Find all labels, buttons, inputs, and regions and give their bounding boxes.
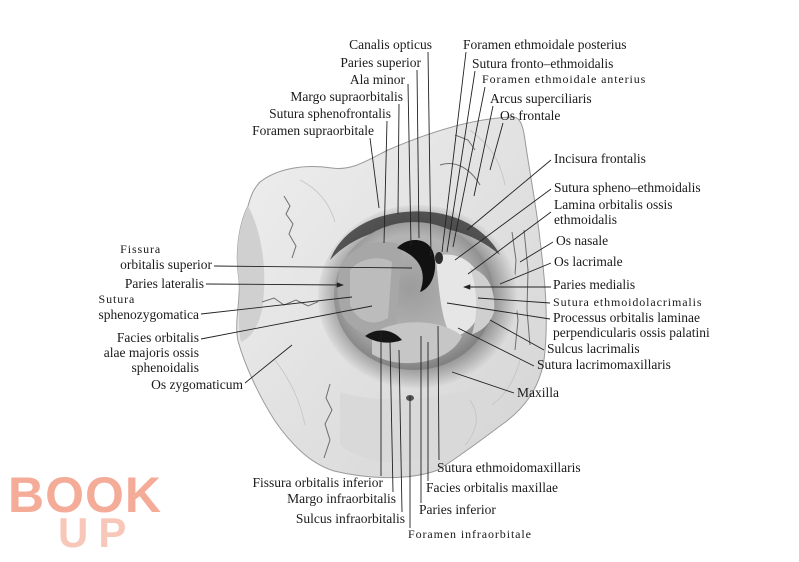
label-sutura-spheno-ethmoidalis: Sutura spheno–ethmoidalis	[554, 180, 701, 195]
leader-line-margo-infraorbitalis	[389, 341, 394, 493]
leader-line-paries-lateralis	[205, 282, 344, 288]
label-sutura-lacrimomaxillaris: Sutura lacrimomaxillaris	[537, 357, 671, 372]
greater-wing-face	[350, 258, 392, 323]
label-os-zygomaticum: Os zygomaticum	[151, 377, 243, 392]
label-processus-orbitalis-line1: Processus orbitalis laminae	[553, 310, 700, 325]
label-sulcus-lacrimalis: Sulcus lacrimalis	[547, 341, 640, 356]
label-paries-inferior: Paries inferior	[419, 502, 496, 517]
label-fissura-orbitalis-inferior: Fissura orbitalis inferior	[252, 475, 383, 490]
label-lamina-orbitalis-line1: Lamina orbitalis ossis	[554, 197, 673, 212]
leader-line-sutura-spheno-ethmoidalis	[454, 188, 552, 261]
label-facies-orbitalis-alae-line2: alae majoris ossis	[103, 345, 199, 360]
label-fissura-orbitalis-superior-line2: orbitalis superior	[120, 257, 212, 272]
leader-line-foramen-ethmoidale-posterius	[441, 51, 467, 253]
leader-line-arcus-superciliaris	[473, 105, 494, 197]
leader-line-foramen-supraorbitale	[369, 137, 380, 209]
label-sutura-fronto-ethmoidalis: Sutura fronto–ethmoidalis	[472, 56, 614, 71]
label-paries-superior: Paries superior	[340, 55, 421, 70]
label-foramen-supraorbitale: Foramen supraorbitale	[252, 123, 374, 138]
leader-line-lamina-orbitalis	[467, 211, 552, 275]
label-foramen-ethmoidale-posterius: Foramen ethmoidale posterius	[463, 37, 627, 52]
leader-line-os-frontale	[489, 122, 504, 171]
label-sutura-sphenozygomatica-line1: Sutura	[98, 292, 136, 306]
watermark-logo-book: BOOK	[8, 467, 162, 523]
leader-line-sutura-sphenozygomatica	[200, 296, 353, 315]
leader-line-sutura-ethmoidomaxillaris	[437, 325, 440, 461]
label-foramen-ethmoidale-anterius: Foramen ethmoidale anterius	[482, 72, 647, 86]
lacrimal-region	[470, 268, 495, 334]
leader-line-maxilla	[451, 371, 515, 394]
leader-line-canalis-opticus	[427, 51, 432, 257]
leader-line-foramen-ethmoidale-anterius	[452, 86, 486, 248]
leader-line-os-lacrimale	[499, 262, 552, 285]
maxilla-shading	[340, 385, 493, 463]
label-incisura-frontalis: Incisura frontalis	[554, 151, 646, 166]
label-lamina-orbitalis-line2: ethmoidalis	[554, 212, 617, 227]
label-os-frontale: Os frontale	[500, 108, 561, 123]
label-paries-medialis: Paries medialis	[553, 277, 636, 292]
leader-line-processus-orbitalis	[446, 302, 551, 320]
orbital-floor	[372, 322, 462, 364]
label-foramen-infraorbitale: Foramen infraorbitale	[408, 527, 532, 541]
label-facies-orbitalis-alae-line1: Facies orbitalis	[116, 330, 199, 345]
label-facies-orbitalis-alae-line3: sphenoidalis	[131, 360, 200, 375]
label-sutura-sphenozygomatica-line2: sphenozygomatica	[98, 307, 199, 322]
watermark-logo-up: UP	[58, 509, 137, 556]
label-margo-infraorbitalis: Margo infraorbitalis	[287, 491, 396, 506]
label-sutura-ethmoidomaxillaris: Sutura ethmoidomaxillaris	[437, 460, 581, 475]
leader-line-sulcus-infraorbitalis	[398, 349, 403, 513]
superior-orbital-fissure	[397, 240, 436, 292]
label-os-nasale: Os nasale	[556, 233, 609, 248]
label-fissura-orbitalis-superior: Fissura orbitalis superior	[120, 241, 212, 273]
label-facies-orbitalis-alae: Facies orbitalis alae majoris ossis sphe…	[104, 330, 199, 375]
label-sutura-ethmoidolacrimalis: Sutura ethmoidolacrimalis	[553, 295, 703, 309]
label-os-lacrimale: Os lacrimale	[554, 254, 623, 269]
leader-line-facies-orbitalis-alae	[200, 305, 373, 340]
leader-line-os-nasale	[519, 241, 554, 263]
bone-texture	[274, 129, 521, 446]
optic-canal	[435, 252, 443, 264]
label-sutura-sphenozygomatica: Sutura sphenozygomatica	[99, 292, 199, 322]
leader-line-margo-supraorbitalis	[397, 103, 400, 215]
leader-line-sutura-ethmoidolacrimalis	[477, 297, 551, 304]
leader-line-paries-superior	[416, 69, 420, 239]
label-facies-orbitalis-maxillae: Facies orbitalis maxillae	[426, 480, 558, 495]
label-processus-orbitalis-line2: perpendicularis ossis palatini	[553, 325, 710, 340]
leader-line-sutura-lacrimomaxillaris	[457, 327, 535, 367]
label-processus-orbitalis: Processus orbitalis laminae perpendicula…	[553, 310, 710, 340]
label-sutura-sphenofrontalis: Sutura sphenofrontalis	[269, 106, 391, 121]
leader-line-sulcus-lacrimalis	[489, 319, 545, 351]
label-ala-minor: Ala minor	[349, 72, 405, 87]
leader-line-os-zygomaticum	[244, 344, 293, 384]
label-maxilla: Maxilla	[517, 385, 559, 400]
leader-line-incisura-frontalis	[466, 159, 552, 231]
leader-line-sutura-sphenofrontalis	[383, 120, 388, 244]
leader-line-sutura-fronto-ethmoidalis	[446, 70, 476, 253]
label-fissura-orbitalis-superior-line1: Fissura	[120, 242, 162, 256]
label-canalis-opticus: Canalis opticus	[349, 37, 432, 52]
label-sulcus-infraorbitalis: Sulcus infraorbitalis	[295, 511, 405, 526]
medial-wall	[436, 254, 483, 338]
leader-line-fissura-orbitalis-superior	[213, 265, 413, 269]
label-margo-supraorbitalis: Margo supraorbitalis	[290, 89, 403, 104]
inferior-orbital-fissure	[365, 330, 402, 343]
label-arcus-superciliaris: Arcus superciliaris	[490, 91, 592, 106]
leader-line-ala-minor	[407, 83, 412, 247]
label-lamina-orbitalis: Lamina orbitalis ossis ethmoidalis	[554, 197, 673, 227]
label-paries-lateralis: Paries lateralis	[124, 276, 204, 291]
